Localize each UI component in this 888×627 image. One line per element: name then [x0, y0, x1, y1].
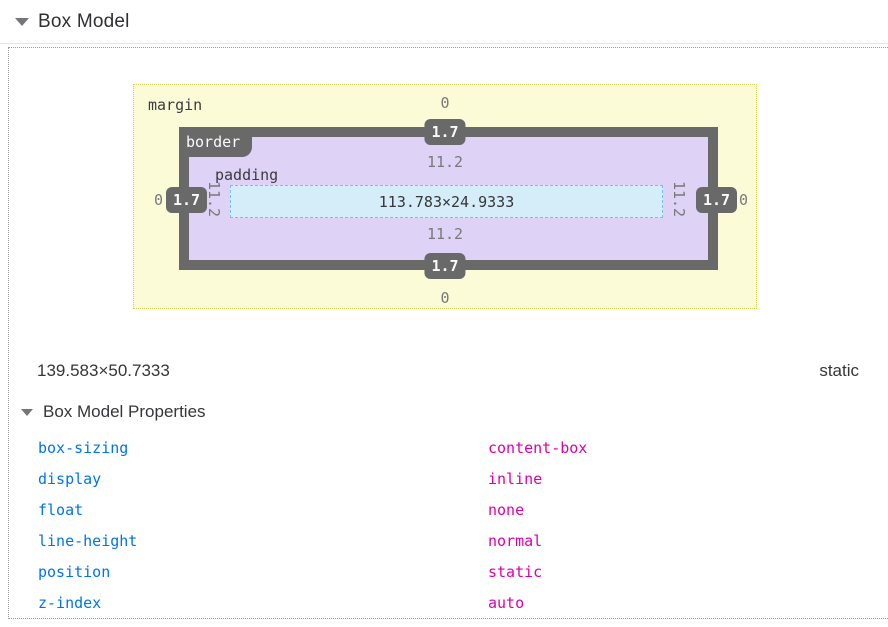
property-value: inline — [488, 469, 543, 488]
collapse-arrow-icon[interactable] — [21, 408, 33, 416]
padding-right-value[interactable]: 11.2 — [670, 180, 689, 218]
element-position-badge: static — [819, 361, 859, 380]
properties-section-title: Box Model Properties — [43, 402, 206, 421]
border-right-width-value[interactable]: 1.7 — [696, 187, 738, 213]
margin-left-value[interactable]: 0 — [154, 191, 164, 209]
property-name: line-height — [38, 531, 138, 550]
properties-list: box-sizing content-box display inline fl… — [9, 432, 888, 618]
element-summary-row: 139.583×50.7333 static — [37, 359, 859, 383]
border-top-width-value[interactable]: 1.7 — [424, 119, 466, 145]
border-bottom-width-value[interactable]: 1.7 — [424, 253, 466, 279]
box-model-diagram-margin-region[interactable]: margin 0 0 0 0 padding border 11.2 11.2 … — [133, 84, 757, 309]
box-model-properties-header[interactable]: Box Model Properties — [21, 399, 206, 425]
property-row: z-index auto — [9, 587, 888, 618]
padding-top-value[interactable]: 11.2 — [426, 153, 464, 171]
property-value: normal — [488, 531, 543, 550]
padding-left-value[interactable]: 11.2 — [205, 180, 224, 218]
element-dimensions: 139.583×50.7333 — [37, 361, 170, 380]
property-value: content-box — [488, 438, 588, 457]
property-name: position — [38, 562, 111, 581]
margin-bottom-value[interactable]: 0 — [440, 289, 450, 307]
property-name: float — [38, 500, 84, 519]
box-model-panel: margin 0 0 0 0 padding border 11.2 11.2 … — [8, 47, 888, 619]
property-row: position static — [9, 556, 888, 587]
property-row: box-sizing content-box — [9, 432, 888, 463]
margin-top-value[interactable]: 0 — [440, 94, 450, 112]
margin-right-value[interactable]: 0 — [739, 191, 749, 209]
property-row: display inline — [9, 463, 888, 494]
property-name: box-sizing — [38, 438, 129, 457]
property-name: z-index — [38, 593, 102, 612]
box-model-section-header[interactable]: Box Model — [0, 0, 888, 44]
content-box-region[interactable]: 113.783×24.9333 — [230, 185, 663, 218]
collapse-arrow-icon[interactable] — [15, 17, 29, 26]
property-name: display — [38, 469, 102, 488]
border-left-width-value[interactable]: 1.7 — [166, 187, 208, 213]
property-row: float none — [9, 494, 888, 525]
panel-title: Box Model — [38, 10, 130, 32]
property-value: auto — [488, 593, 525, 612]
margin-region-label: margin — [148, 96, 203, 114]
property-value: none — [488, 500, 525, 519]
border-region-label: border — [179, 127, 253, 157]
property-value: static — [488, 562, 543, 581]
content-size-value: 113.783×24.9333 — [378, 192, 515, 211]
padding-region-label: padding — [215, 166, 279, 184]
property-row: line-height normal — [9, 525, 888, 556]
padding-bottom-value[interactable]: 11.2 — [426, 225, 464, 243]
